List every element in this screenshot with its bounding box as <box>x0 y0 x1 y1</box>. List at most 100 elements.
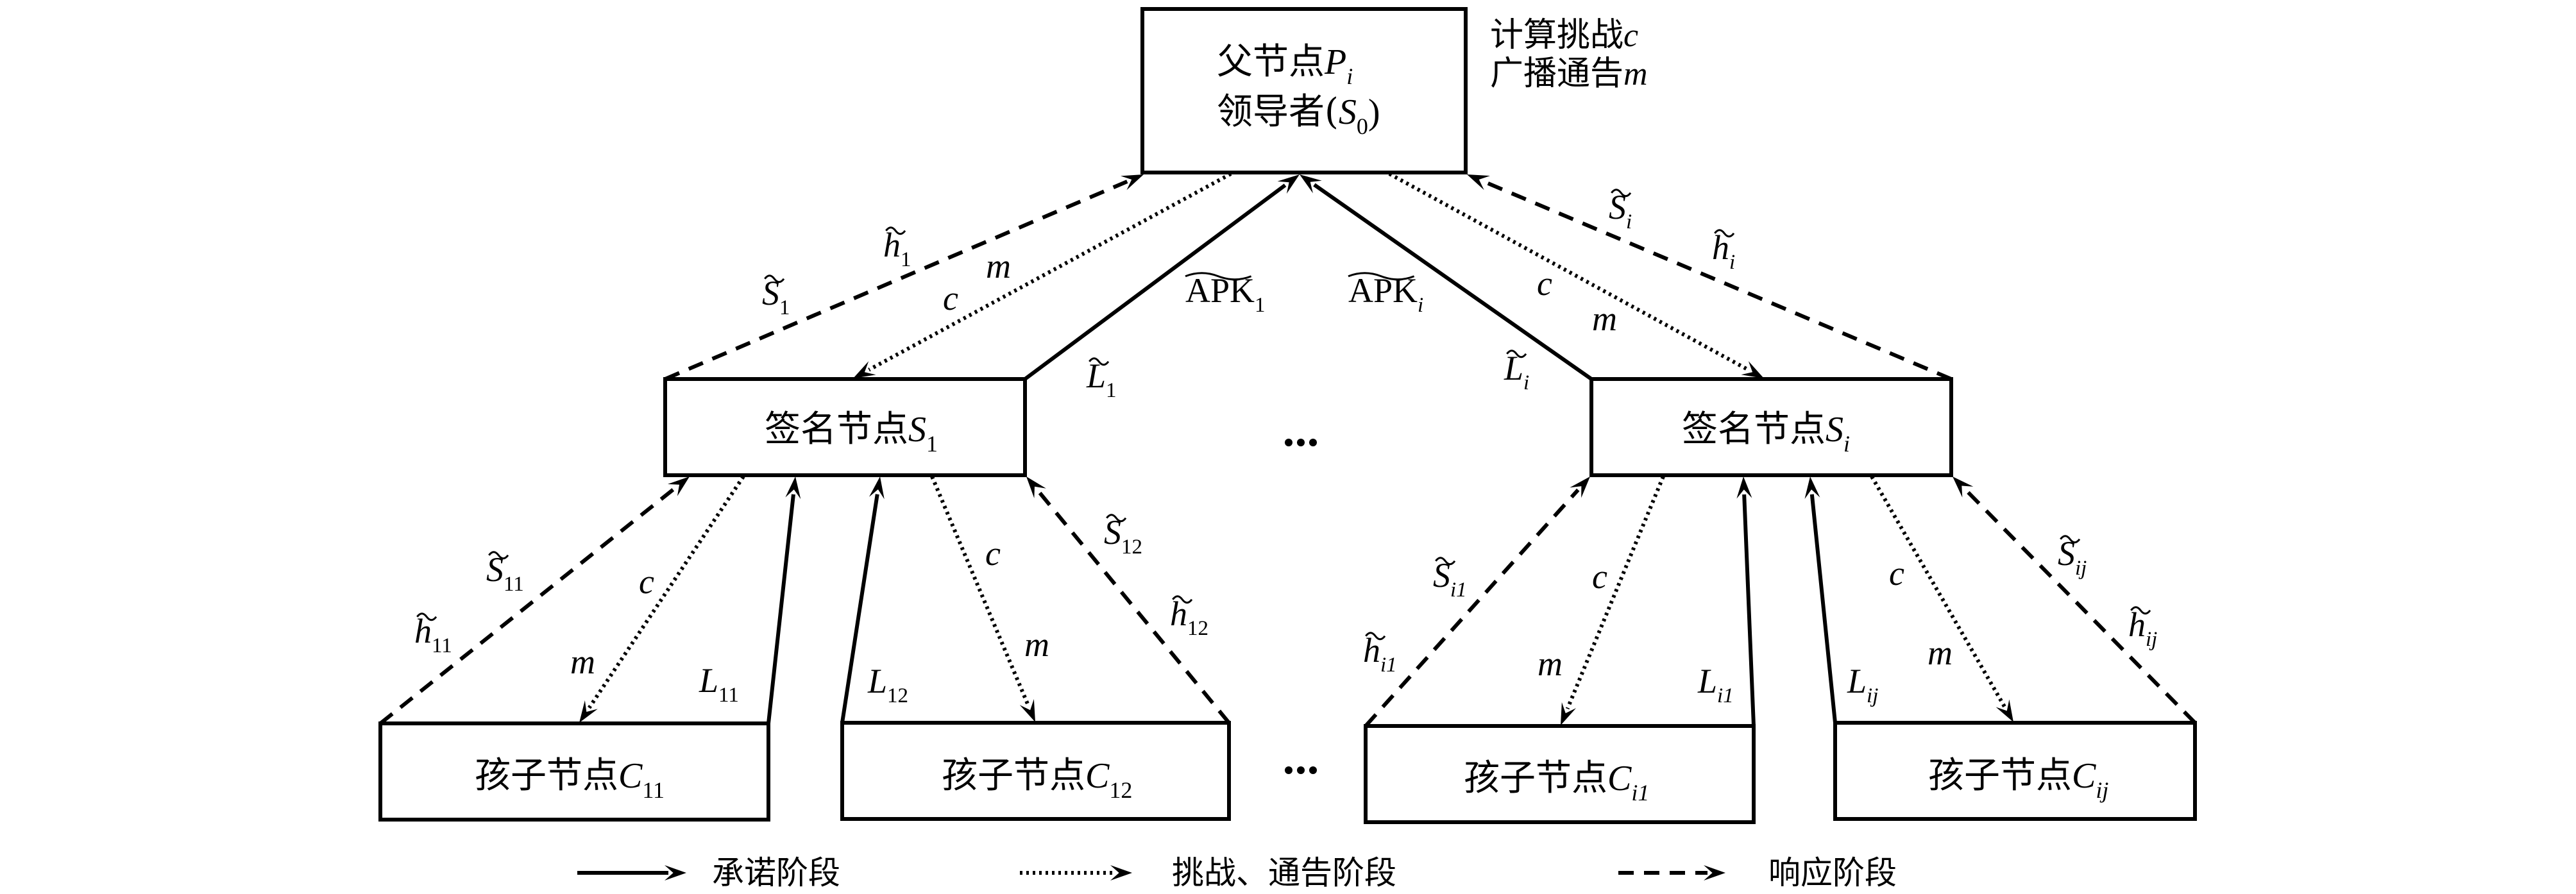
edge-challenge-parent-si <box>1388 172 1764 378</box>
child-node-box <box>1833 721 2197 821</box>
tilde-accent-icon <box>1106 514 1127 523</box>
edge-label-l1: L1 <box>1086 357 1117 402</box>
tilde-accent-icon <box>1611 189 1632 198</box>
edge-commit-si-parent-line <box>1313 183 1593 381</box>
edge-commit-s1-parent-line <box>1024 183 1287 381</box>
edge-label-hij: hij <box>2128 605 2157 651</box>
compute-challenge-text: 计算挑战c <box>1490 16 1638 55</box>
edge-response-s1-parent <box>664 174 1144 381</box>
edge-label-m: m <box>570 643 595 681</box>
edge-challenge-s1-c12-line <box>930 475 1030 707</box>
legend-label-response: 响应阶段 <box>1768 854 1897 891</box>
edge-label-l11: L11 <box>699 661 739 707</box>
signer-node-box <box>663 377 1027 477</box>
arrowhead-icon <box>785 477 801 500</box>
parent-annotation: 计算挑战c 广播通告m <box>1490 16 1648 93</box>
edge-label-li: Li <box>1504 349 1529 394</box>
edge-challenge-s1-c12 <box>930 475 1035 722</box>
edge-label-si1: Si1 <box>1433 556 1467 602</box>
tilde-accent-icon <box>488 551 509 560</box>
tilde-accent-icon <box>416 612 437 621</box>
edge-label-m: m <box>1928 634 1953 672</box>
edge-response-c11-s1 <box>379 477 690 725</box>
arrowhead-icon <box>1121 174 1144 190</box>
parent-node-label: 父节点Pi <box>1217 41 1353 89</box>
arrowhead-icon <box>1953 477 1974 498</box>
child-node-ci1: 孩子节点Ci1 <box>1364 724 1756 824</box>
ellipsis-signers <box>1285 439 1317 446</box>
parent-node: 父节点Pi 领导者(S0) <box>1140 7 1468 174</box>
parent-node-box <box>1140 7 1468 174</box>
edge-response-ci1-si <box>1364 477 1590 728</box>
tilde-accent-icon <box>1365 632 1386 641</box>
child-node-c12: 孩子节点C12 <box>840 721 1231 821</box>
legend-label-commit: 承诺阶段 <box>712 854 840 891</box>
edge-challenge-parent-s1-line <box>868 172 1232 372</box>
edge-challenge-si-ci1 <box>1561 475 1665 725</box>
edge-label-m: m <box>1024 625 1049 664</box>
edge-response-si-parent <box>1467 174 1953 381</box>
signer-node-s1: 签名节点S1 <box>663 377 1027 477</box>
arrowhead-icon <box>1300 174 1322 194</box>
tilde-accent-icon <box>2060 535 2081 544</box>
arrowhead-icon <box>579 700 598 723</box>
edge-commit-c12-s1-line <box>840 494 879 723</box>
edge-label-l12: L12 <box>867 662 908 707</box>
edge-response-cij-si-line <box>1963 487 2197 725</box>
tilde-accent-icon <box>764 274 785 283</box>
edge-challenge-si-ci1-line <box>1565 475 1665 710</box>
child-node-box <box>840 721 1231 821</box>
child-node-box <box>1364 724 1756 824</box>
edge-commit-si-parent <box>1300 174 1593 381</box>
edge-challenge-si-cij <box>1870 475 2013 722</box>
edge-commit-c11-s1-line <box>767 494 795 724</box>
tilde-accent-icon <box>1172 595 1193 604</box>
signer-node-label: 签名节点Si <box>1682 409 1850 457</box>
edge-label-m: m <box>1592 299 1617 338</box>
arrowhead-icon <box>1561 702 1577 725</box>
edge-challenge-parent-si-line <box>1388 172 1749 372</box>
arrowhead-icon <box>1277 174 1300 194</box>
edge-response-ci1-si-line <box>1364 488 1580 728</box>
edge-commit-c12-s1 <box>840 477 885 723</box>
edge-label-hi1: hi1 <box>1363 631 1397 677</box>
edge-label-h12: h12 <box>1170 595 1208 640</box>
edge-commit-cij-si <box>1804 477 1837 723</box>
legend-arrow-commit <box>577 865 686 881</box>
tilde-accent-icon <box>1185 272 1252 281</box>
legend-label-challenge: 挑战、通告阶段 <box>1172 854 1396 891</box>
edge-challenge-s1-c11 <box>579 475 745 723</box>
legend-arrow-response <box>1618 865 1725 881</box>
ellipsis-children <box>1285 766 1317 774</box>
arrowhead-icon <box>665 865 686 881</box>
arrowhead-icon <box>1996 699 2013 722</box>
edge-label-h11: h11 <box>414 612 452 657</box>
edge-response-c12-s1-line <box>1036 489 1231 724</box>
tilde-accent-icon <box>885 226 906 235</box>
edge-label-c: c <box>985 534 1001 573</box>
legend-arrow-challenge <box>1020 865 1132 881</box>
arrowhead-icon <box>1804 477 1820 500</box>
edge-label-c: c <box>1889 554 1904 593</box>
signer-node-label: 签名节点S1 <box>765 409 938 457</box>
edge-response-c12-s1 <box>1026 477 1231 724</box>
signer-node-box <box>1589 377 1953 477</box>
edge-label-s11: S11 <box>486 550 524 596</box>
edge-label-lij: Lij <box>1847 662 1878 707</box>
edge-challenge-s1-c11-line <box>588 475 745 709</box>
edge-label-c: c <box>1537 264 1552 303</box>
legend: 承诺阶段 挑战、通告阶段 响应阶段 <box>577 854 1897 891</box>
arrowhead-icon <box>869 477 885 500</box>
child-node-label: 孩子节点Ci1 <box>1464 757 1649 805</box>
tilde-accent-icon <box>1435 557 1456 566</box>
edge-label-c: c <box>943 279 958 317</box>
arrowhead-icon <box>1026 477 1046 498</box>
edges <box>379 172 2197 728</box>
arrowhead-icon <box>1019 699 1035 722</box>
child-node-box <box>378 721 770 822</box>
arrowhead-icon <box>1736 477 1752 499</box>
edge-commit-ci1-si-line <box>1742 494 1756 727</box>
child-node-cij: 孩子节点Cij <box>1833 721 2197 821</box>
